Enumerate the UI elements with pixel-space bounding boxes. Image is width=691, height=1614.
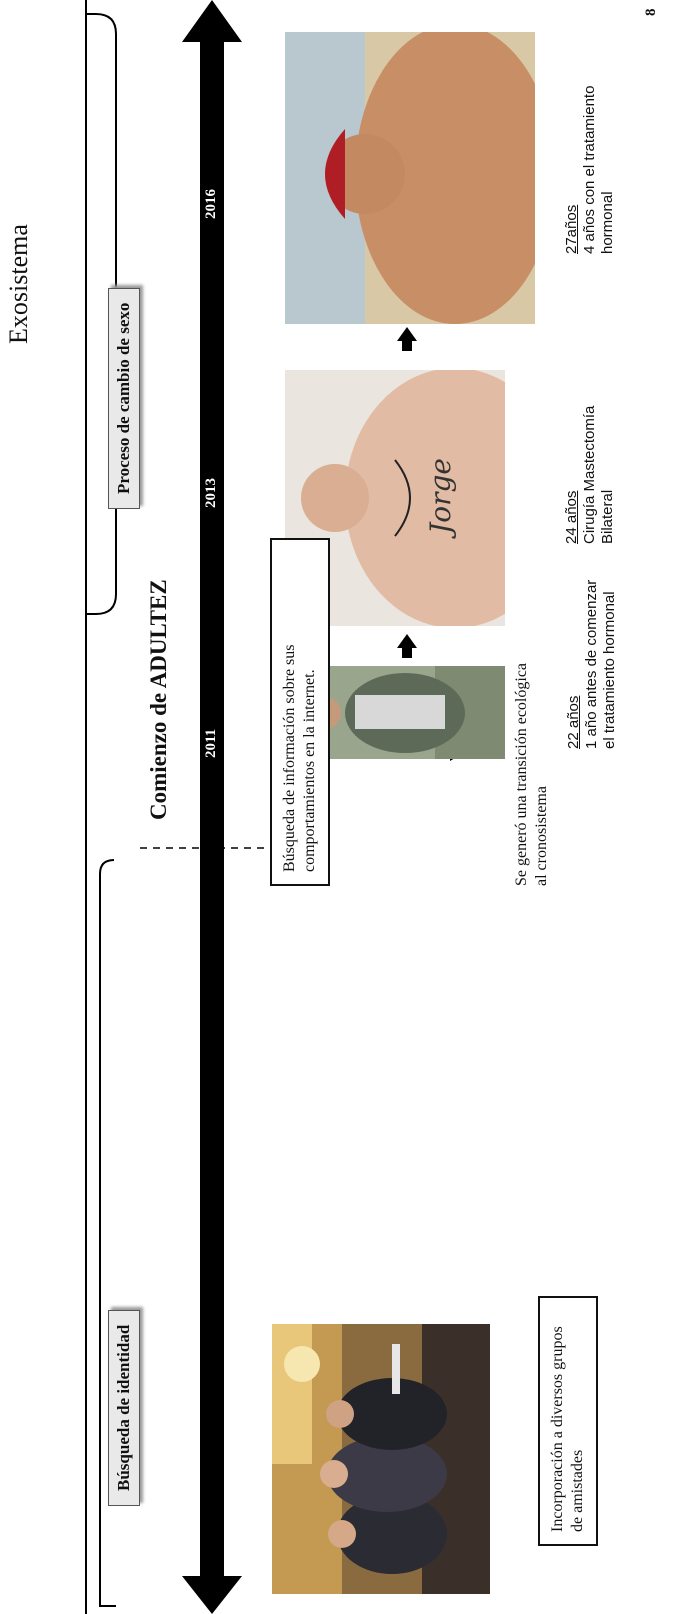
- timeline-arrow-right: [182, 0, 242, 42]
- friends-box: Incorporación a diversos grupos de amist…: [538, 1296, 598, 1546]
- caption-age-27: 27años 4 años con el tratamiento hormona…: [563, 74, 617, 254]
- phase-identity-label: Búsqueda de identidad: [108, 1309, 140, 1506]
- caption-age-22-text: 1 año antes de comenzar el tratamiento h…: [583, 579, 618, 749]
- year-2016: 2016: [203, 189, 219, 219]
- caption-age-22: 22 años 1 año antes de comenzar el trata…: [565, 569, 619, 749]
- caption-age-22-age: 22 años: [565, 695, 582, 749]
- photo-age-27: [285, 32, 535, 324]
- identity-bracket: [99, 859, 116, 1607]
- ecological-transition-note: Se generó una transición ecológica al cr…: [513, 662, 550, 886]
- adulthood-label: Comienzo de ADULTEZ: [146, 579, 171, 820]
- caption-age-24-text: Cirugía Mastectomía Bilateral: [581, 405, 616, 544]
- caption-age-27-age: 27años: [563, 204, 580, 254]
- group-friends-photo: [272, 1324, 490, 1594]
- info-search-box: Búsqueda de información sobre sus compor…: [270, 538, 330, 886]
- caption-age-27-text: 4 años con el tratamiento hormonal: [581, 85, 616, 254]
- year-2013: 2013: [203, 478, 219, 508]
- photo-arrow-2: [397, 327, 417, 351]
- phase-sex-change-label: Proceso de cambio de sexo: [108, 287, 140, 509]
- photo-age-24: Jorge: [285, 370, 505, 626]
- caption-age-24-age: 24 años: [563, 490, 580, 544]
- photo-arrow-1: [397, 634, 417, 658]
- svg-text:Jorge: Jorge: [424, 458, 457, 539]
- caption-age-24: 24 años Cirugía Mastectomía Bilateral: [563, 364, 617, 544]
- exosystem-title: Exosistema: [4, 224, 33, 344]
- timeline-arrow-left: [182, 1576, 242, 1614]
- timeline-bar: [200, 34, 224, 1584]
- photo-age-22: [285, 666, 505, 759]
- year-2011: 2011: [203, 728, 219, 758]
